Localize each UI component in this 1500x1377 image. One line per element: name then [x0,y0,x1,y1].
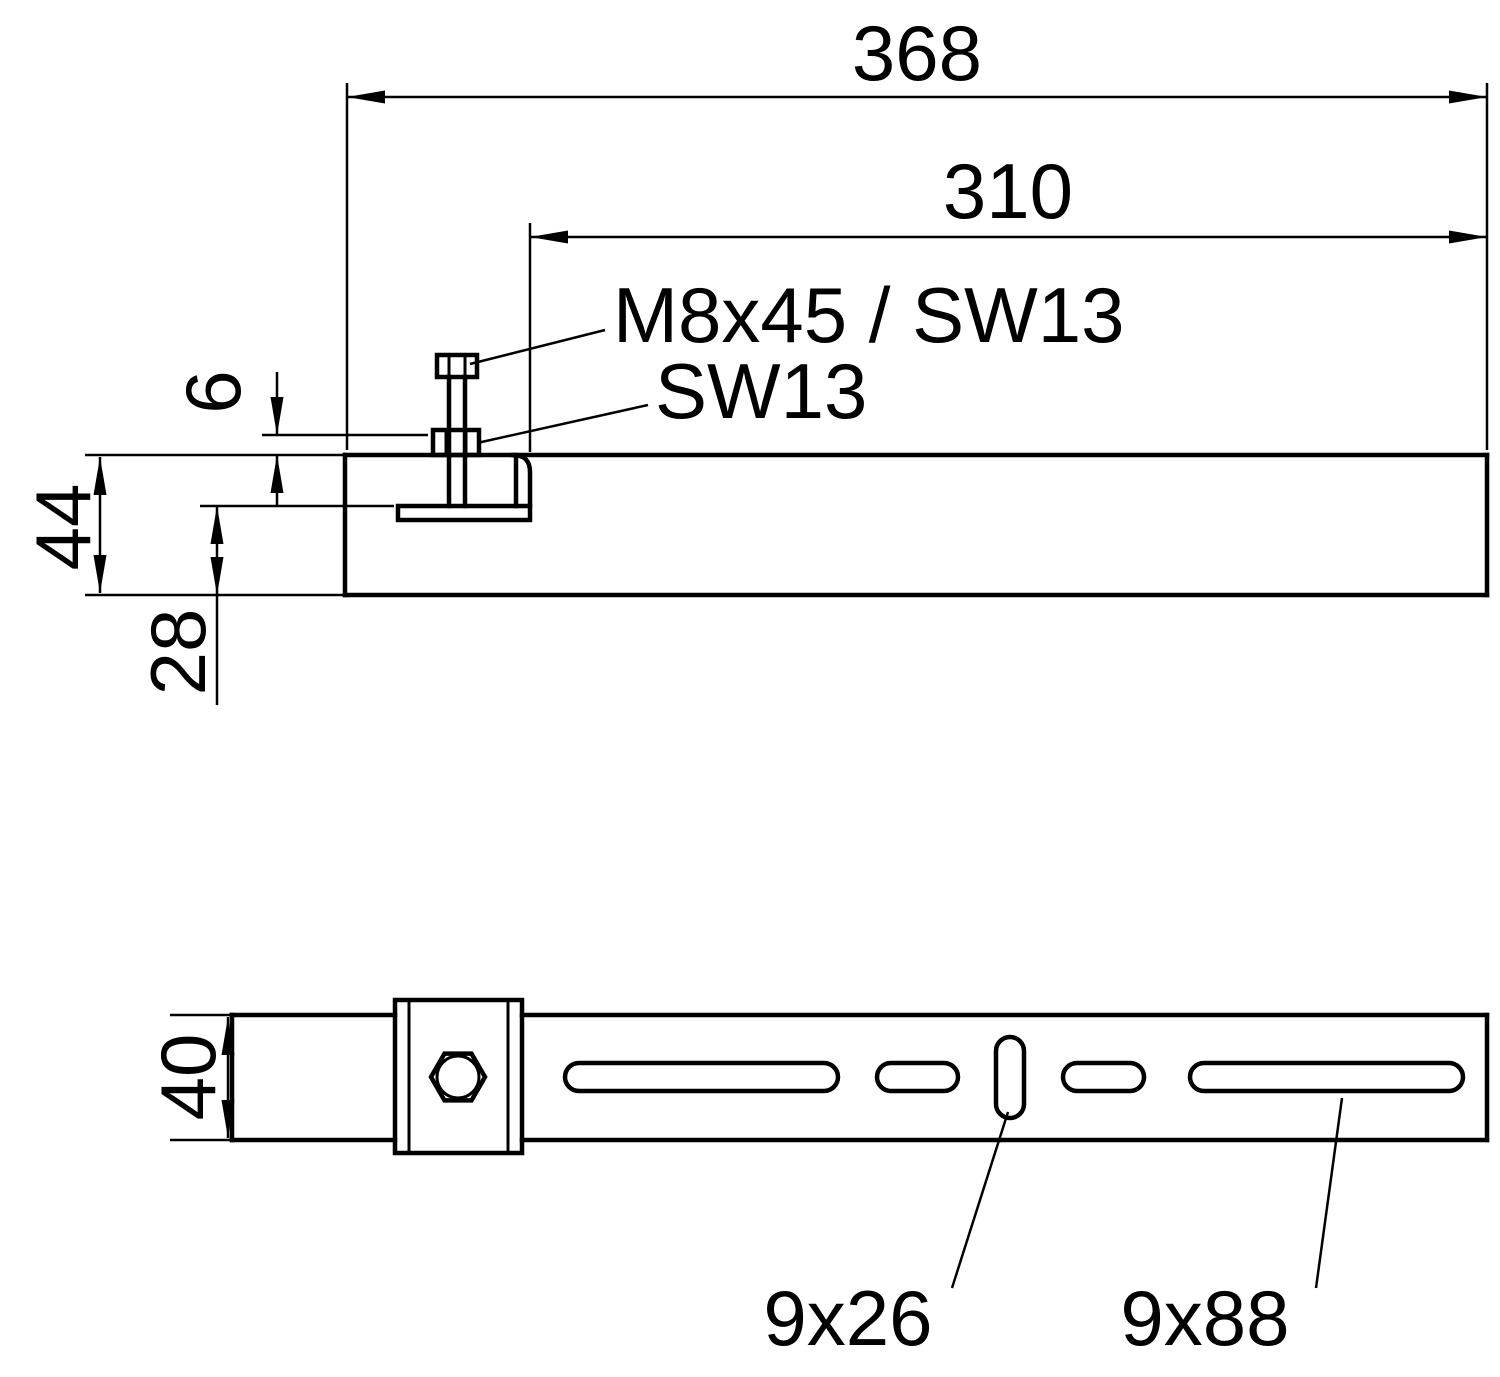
callout-nut: SW13 [476,347,867,445]
slot-short-left [874,1060,961,1094]
clamp-body [392,997,525,1156]
slot-long-left [562,1060,841,1094]
bolt-hex-head [428,1051,488,1103]
callout-slot-small: 9x26 [763,1111,1010,1362]
slot-vertical-center [993,1034,1027,1121]
callout-slot-long: 9x88 [1120,1097,1344,1362]
leader-line-slot-long [1314,1097,1344,1289]
dim-label-310: 310 [943,147,1073,235]
clamp-nut-facets [444,430,468,455]
bracket-profile-outline [342,452,1490,598]
claw-plate [395,503,533,523]
dim-label-44: 44 [19,484,107,571]
slotted-holes [562,1034,1466,1121]
dim-label-40: 40 [144,1034,232,1121]
leader-line-bolt [469,328,606,366]
dimension-44: 44 [19,453,343,597]
rail-outline [229,1012,1490,1143]
plan-view: 40 9x26 9x88 [144,997,1490,1362]
label-slot-small: 9x26 [763,1274,932,1362]
dim-label-28: 28 [134,609,222,696]
bolt-head-facets [447,355,467,377]
leader-line-slot-small [950,1111,1010,1289]
claw-riser-outer-edge [510,452,533,509]
clamp-flange-lines [407,1000,510,1153]
side-view: 368 310 M8x45 / SW13 SW13 6 [19,9,1490,705]
dimension-310: 310 [528,147,1487,452]
dimension-28: 28 [134,504,394,705]
claw-clamp-assembly [395,352,533,523]
bolt-head-circle [435,1054,481,1100]
bolt-head [434,352,480,380]
dimension-6: 6 [169,370,428,505]
callout-bolt: M8x45 / SW13 [469,271,1125,366]
dim-label-368: 368 [852,9,982,97]
label-slot-long: 9x88 [1120,1274,1289,1362]
dim-label-6: 6 [169,370,257,413]
dimension-40: 40 [144,1013,245,1142]
slot-short-right [1060,1060,1147,1094]
label-bolt: M8x45 / SW13 [613,271,1125,359]
clamp-nut [430,427,482,458]
slot-long-right [1187,1060,1466,1094]
dimension-368: 368 [345,9,1489,450]
bolt-shaft [446,374,468,509]
clamp-plan-view [392,997,525,1156]
label-nut: SW13 [655,347,867,435]
leader-line-nut [476,403,649,445]
